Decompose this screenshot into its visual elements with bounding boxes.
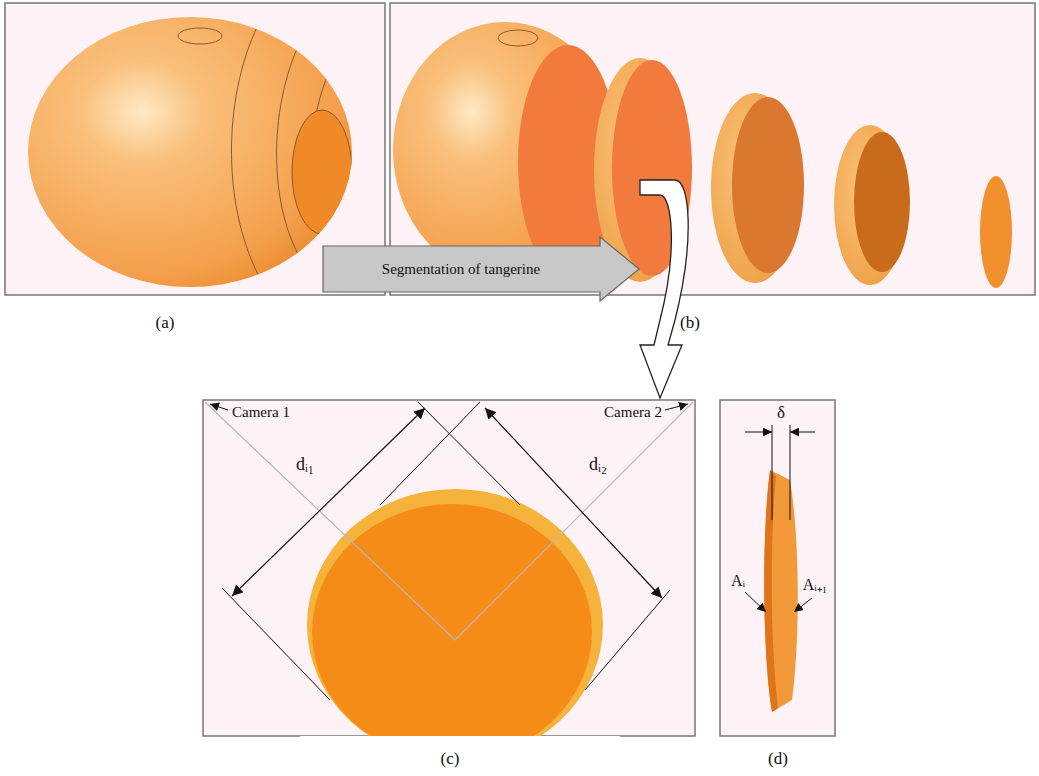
label: Camera 1 <box>232 404 290 421</box>
arrow-label: Segmentation of tangerine <box>382 261 540 278</box>
label: (c) <box>441 750 460 769</box>
label: dᵢ₁ <box>296 455 314 475</box>
label: (d) <box>768 750 788 769</box>
arrow-shape: Segmentation of tangerine <box>322 236 640 302</box>
label: (b) <box>680 314 700 333</box>
label: dᵢ₂ <box>589 455 607 475</box>
label: δ <box>777 404 785 423</box>
label: (a) <box>156 314 175 333</box>
label: Aᵢ <box>731 572 745 590</box>
label: Camera 2 <box>604 404 662 421</box>
label: Aᵢ₊₁ <box>803 576 828 594</box>
